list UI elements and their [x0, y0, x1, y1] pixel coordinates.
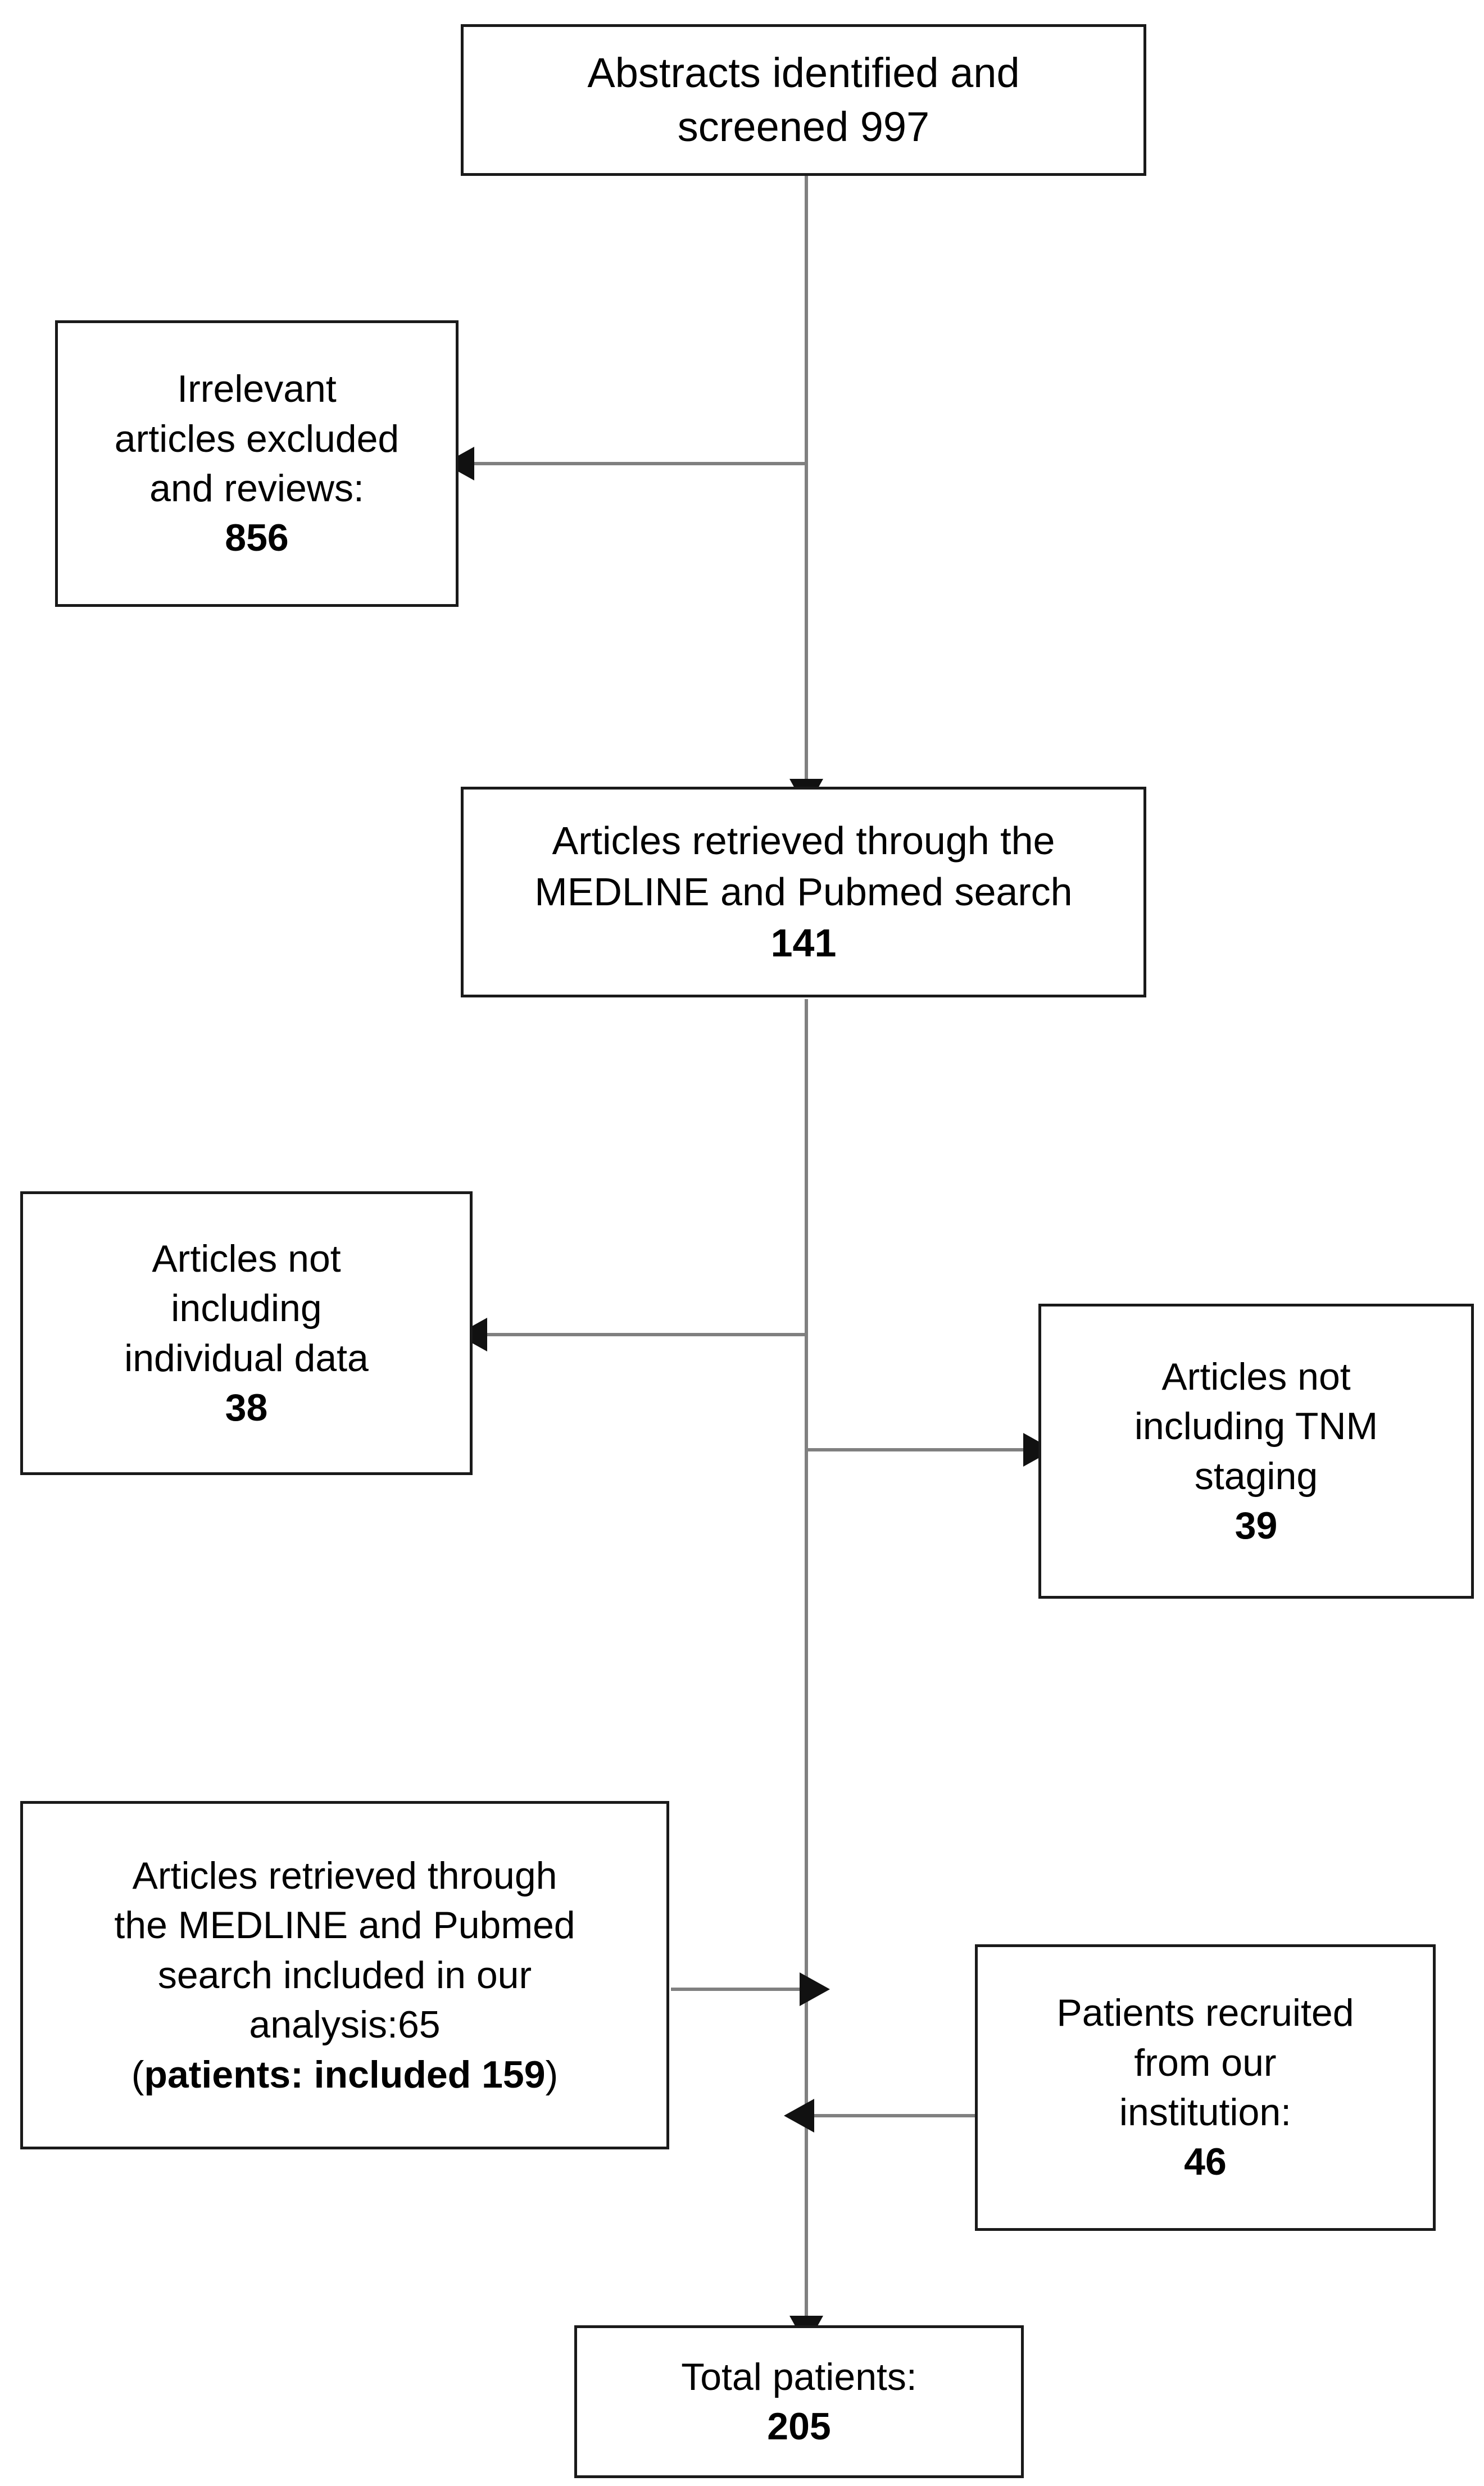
included-line-4: analysis:65	[249, 2003, 441, 2047]
node-abstracts-screened-text: Abstracts identified and screened 997	[464, 46, 1143, 154]
node-articles-included[interactable]: Articles retrieved through the MEDLINE a…	[20, 1801, 669, 2149]
irrelevant-count: 856	[225, 516, 289, 560]
total-line-1: Total patients:	[681, 2355, 917, 2398]
node-no-tnm-staging[interactable]: Articles not including TNM staging 39	[1038, 1304, 1474, 1599]
node-medline-retrieved-text: Articles retrieved through the MEDLINE a…	[464, 815, 1143, 969]
no-tnm-line-2: including TNM	[1134, 1405, 1378, 1448]
total-count: 205	[767, 2405, 831, 2448]
node-no-individual-data-text: Articles not including individual data 3…	[23, 1234, 470, 1433]
institution-count: 46	[1184, 2140, 1227, 2184]
irrelevant-line-2: articles excluded	[114, 417, 400, 460]
abstracts-line-2: screened 997	[677, 103, 930, 150]
node-articles-included-text: Articles retrieved through the MEDLINE a…	[23, 1851, 666, 2099]
irrelevant-line-3: and reviews:	[149, 467, 364, 510]
institution-line-2: from our	[1134, 2041, 1277, 2084]
medline-line-1: Articles retrieved through the	[552, 819, 1055, 863]
no-tnm-count: 39	[1235, 1504, 1278, 1547]
node-abstracts-screened[interactable]: Abstracts identified and screened 997	[461, 24, 1146, 176]
no-individual-line-2: including	[171, 1287, 322, 1330]
no-individual-count: 38	[225, 1386, 268, 1429]
irrelevant-line-1: Irrelevant	[177, 368, 337, 411]
institution-line-1: Patients recruited	[1056, 1991, 1354, 2035]
included-patients-count: patients: included 159	[144, 2053, 546, 2096]
node-patients-institution-text: Patients recruited from our institution:…	[978, 1988, 1433, 2187]
node-irrelevant-excluded-text: Irrelevant articles excluded and reviews…	[58, 364, 456, 563]
no-individual-line-1: Articles not	[152, 1237, 341, 1280]
medline-count: 141	[770, 921, 837, 965]
node-total-patients[interactable]: Total patients: 205	[574, 2325, 1024, 2478]
no-tnm-line-1: Articles not	[1161, 1355, 1351, 1398]
abstracts-line-1: Abstracts identified and	[587, 49, 1020, 96]
no-individual-line-3: individual data	[124, 1336, 369, 1380]
institution-line-3: institution:	[1119, 2091, 1292, 2134]
included-line-3: search included in our	[157, 1953, 532, 1997]
node-no-individual-data[interactable]: Articles not including individual data 3…	[20, 1191, 473, 1475]
included-line-2: the MEDLINE and Pubmed	[114, 1904, 575, 1947]
node-irrelevant-excluded[interactable]: Irrelevant articles excluded and reviews…	[55, 320, 459, 607]
node-no-tnm-staging-text: Articles not including TNM staging 39	[1041, 1352, 1471, 1551]
included-paren-close: )	[545, 2053, 559, 2096]
no-tnm-line-3: staging	[1194, 1454, 1318, 1498]
included-line-1: Articles retrieved through	[132, 1854, 557, 1898]
node-patients-institution[interactable]: Patients recruited from our institution:…	[975, 1944, 1436, 2231]
included-paren-open: (	[131, 2053, 144, 2096]
node-total-patients-text: Total patients: 205	[577, 2352, 1021, 2452]
medline-line-2: MEDLINE and Pubmed search	[534, 870, 1073, 914]
node-medline-retrieved[interactable]: Articles retrieved through the MEDLINE a…	[461, 787, 1146, 997]
